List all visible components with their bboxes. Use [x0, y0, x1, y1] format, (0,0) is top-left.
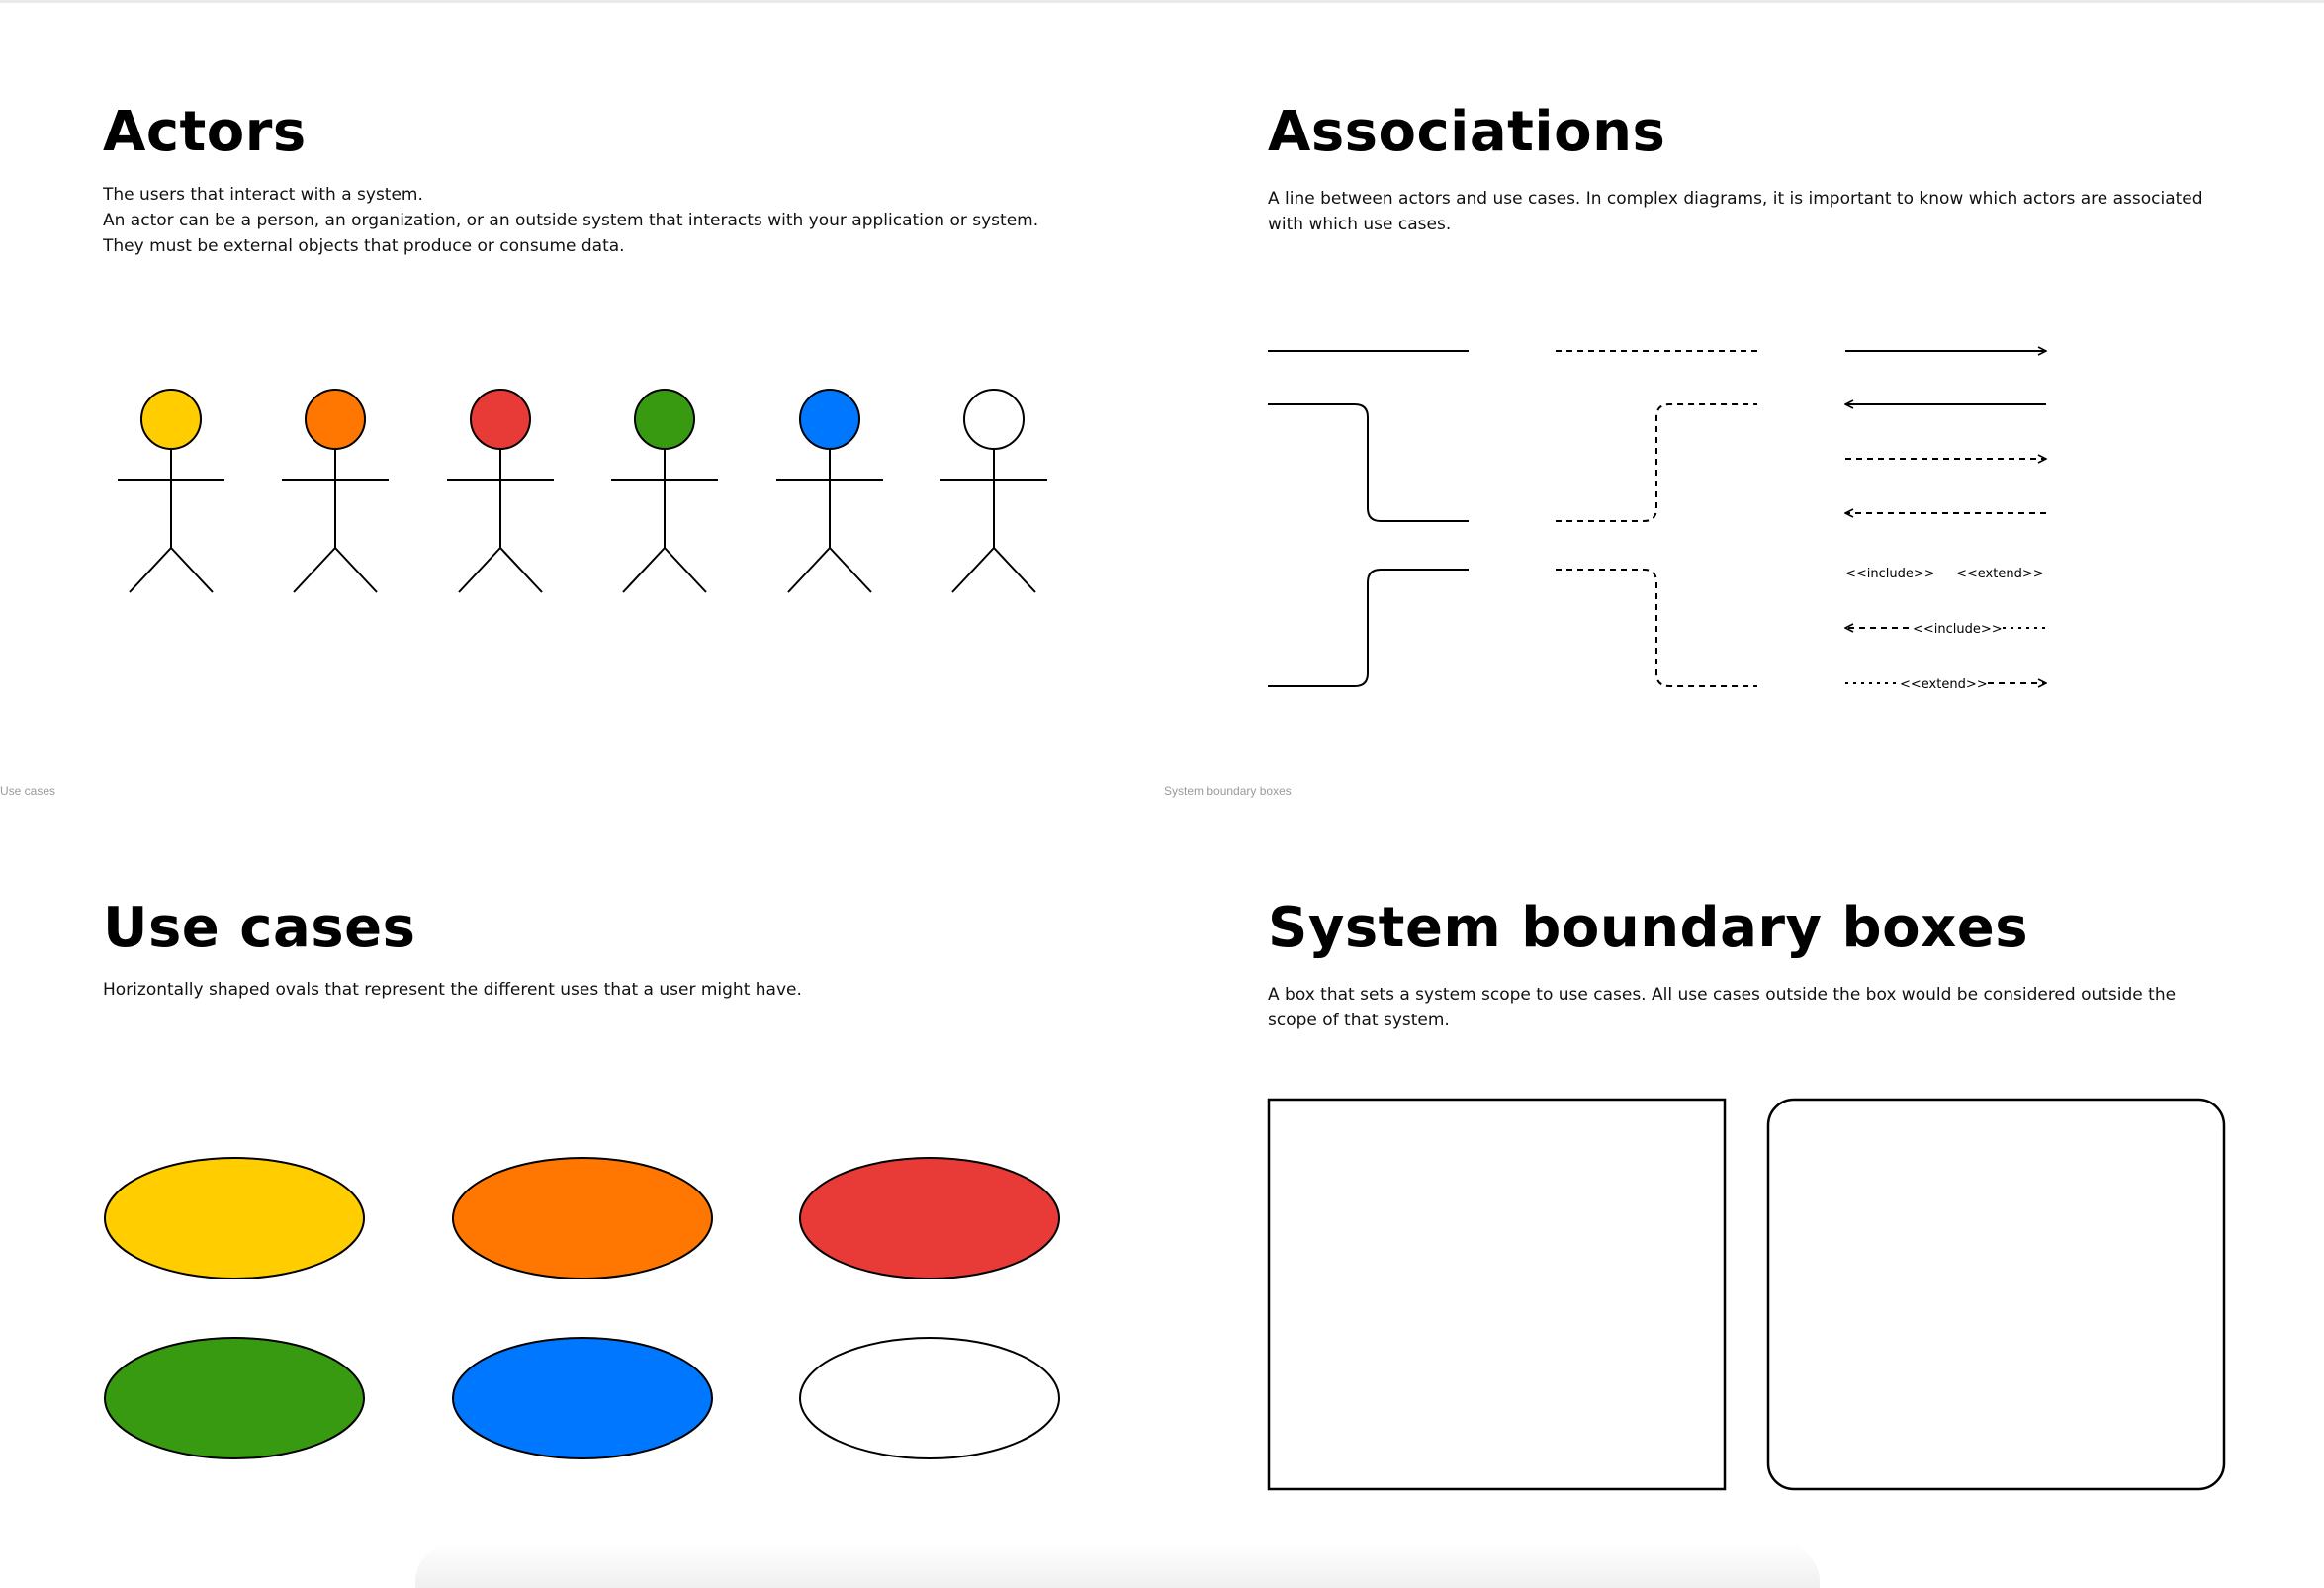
- actor-body: [776, 449, 883, 593]
- solid-elbow-down-line[interactable]: [1268, 403, 1469, 522]
- bottom-toolbar-shadow: [415, 1543, 1820, 1588]
- use-case-oval[interactable]: [452, 1157, 713, 1279]
- associations-title: Associations: [1268, 100, 1666, 164]
- use-case-oval[interactable]: [452, 1337, 713, 1459]
- actors-title: Actors: [103, 100, 307, 164]
- associations-description: A line between actors and use cases. In …: [1268, 186, 2203, 237]
- use-case-oval[interactable]: [799, 1337, 1060, 1459]
- actor-body: [447, 449, 554, 593]
- actor-figure[interactable]: [940, 389, 1047, 593]
- frame-label-system-boundary-boxes[interactable]: System boundary boxes: [1164, 784, 1292, 798]
- actor-figure[interactable]: [447, 389, 554, 593]
- use-case-oval[interactable]: [799, 1157, 1060, 1279]
- dashed-elbow-down-line[interactable]: [1556, 569, 1757, 687]
- system-boundary-description: A box that sets a system scope to use ca…: [1268, 982, 2176, 1033]
- include-arrow-label: <<include>>: [1913, 622, 2003, 637]
- actor-figure[interactable]: [282, 389, 389, 593]
- use-case-oval[interactable]: [104, 1157, 365, 1279]
- actors-description-line: They must be external objects that produ…: [103, 236, 625, 256]
- extend-arrow-label: <<extend>>: [1900, 677, 1988, 692]
- actor-figure[interactable]: [611, 389, 718, 593]
- use-cases-title: Use cases: [103, 896, 416, 960]
- boundary-box-square[interactable]: [1267, 1098, 1727, 1491]
- actors-description-line: An actor can be a person, an organizatio…: [103, 211, 1039, 230]
- actor-body: [118, 449, 224, 593]
- actor-figure[interactable]: [776, 389, 883, 593]
- system-boundary-description-line: A box that sets a system scope to use ca…: [1268, 985, 2177, 1005]
- actor-body: [611, 449, 718, 593]
- include-label: <<include>>: [1845, 567, 1935, 581]
- actors-description: The users that interact with a system. A…: [103, 182, 1038, 259]
- extend-label: <<extend>>: [1956, 567, 2044, 581]
- actor-body: [940, 449, 1047, 593]
- actors-description-line: The users that interact with a system.: [103, 185, 423, 205]
- solid-elbow-up-line[interactable]: [1268, 569, 1469, 687]
- use-case-oval[interactable]: [104, 1337, 365, 1459]
- system-boundary-title: System boundary boxes: [1268, 896, 2029, 960]
- actor-body: [282, 449, 389, 593]
- actor-figure[interactable]: [118, 389, 224, 593]
- system-boundary-description-line: scope of that system.: [1268, 1011, 1450, 1030]
- frame-label-use-cases[interactable]: Use cases: [0, 784, 56, 798]
- use-cases-description-line: Horizontally shaped ovals that represent…: [103, 980, 802, 1000]
- dashed-elbow-up-line[interactable]: [1556, 403, 1757, 522]
- boundary-box-rounded[interactable]: [1766, 1098, 2226, 1491]
- use-cases-description: Horizontally shaped ovals that represent…: [103, 977, 802, 1003]
- top-border: [0, 0, 2324, 3]
- associations-description-line: with which use cases.: [1268, 215, 1452, 234]
- associations-description-line: A line between actors and use cases. In …: [1268, 189, 2203, 209]
